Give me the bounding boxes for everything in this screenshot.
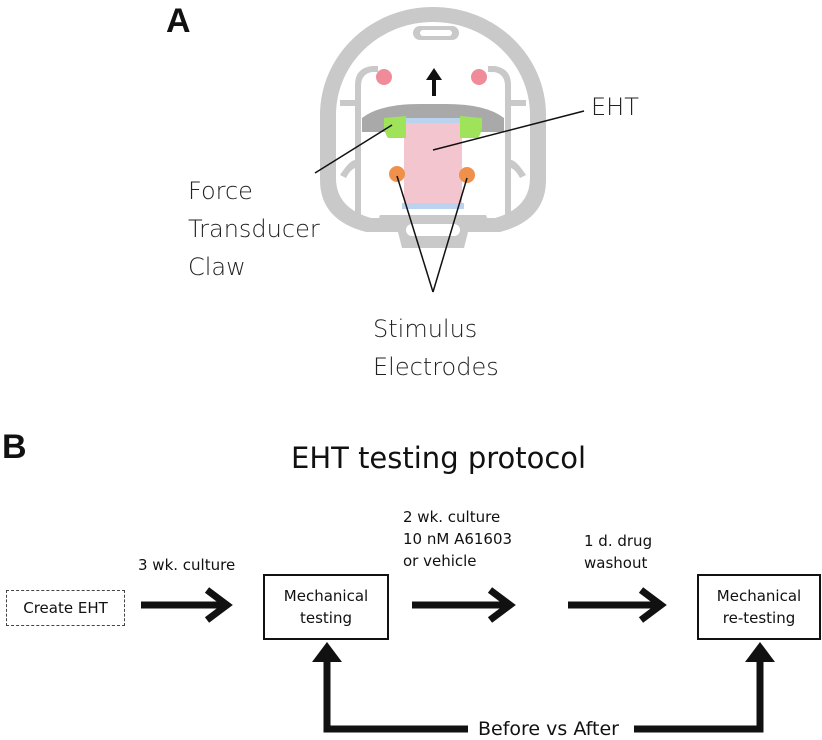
mechanical-testing-label: Mechanical testing	[283, 587, 369, 627]
stimulus-electrode-right	[459, 167, 475, 183]
comparison-connector-left	[323, 660, 468, 733]
device-left-arm	[355, 66, 378, 215]
tissue-bottom-bar	[402, 203, 464, 209]
marker-right	[471, 69, 487, 85]
marker-left	[376, 69, 392, 85]
up-arrow-icon	[426, 68, 442, 96]
arrow-head-3	[638, 587, 667, 623]
arrow-head-2	[487, 587, 516, 623]
eht-device-illustration	[314, 6, 585, 293]
device-bottom-body	[374, 215, 492, 232]
device-bottom-slot	[406, 224, 460, 236]
protocol-title: EHT testing protocol	[291, 441, 587, 475]
drug-washout-label: 1 d. drug washout	[584, 532, 653, 572]
eht-label: EHT	[591, 93, 639, 121]
mechanical-testing-box: Mechanical testing	[263, 574, 389, 640]
device-right-arm	[488, 66, 511, 215]
electrode-leader-left	[396, 175, 434, 293]
comparison-label: Before vs After	[474, 718, 623, 740]
panel-a-letter: A	[166, 2, 191, 40]
create-eht-box: Create EHT	[6, 590, 125, 626]
comparison-connector-right	[634, 660, 764, 733]
mechanical-retesting-box: Mechanical re-testing	[697, 574, 821, 640]
culture-2wk-label: 2 wk. culture 10 nM A61603 or vehicle	[403, 508, 513, 570]
eht-tissue	[404, 122, 462, 206]
force-transducer-claw-label: Force Transducer Claw	[188, 177, 320, 281]
mechanical-retesting-label: Mechanical re-testing	[716, 587, 802, 627]
force-transducer-claw-left	[384, 116, 406, 138]
comparison-arrowhead-left	[312, 642, 342, 662]
claw-leader-line	[314, 124, 393, 174]
arrow-head-1	[204, 587, 233, 623]
eht-leader-line	[432, 110, 585, 151]
stimulus-electrodes-label: Stimulus Electrodes	[373, 315, 499, 381]
panel-b-letter: B	[2, 428, 27, 466]
tissue-top-bar	[404, 118, 462, 123]
electrode-leader-right	[432, 177, 468, 293]
comparison-arrowhead-right	[745, 642, 775, 662]
stimulus-electrode-left	[389, 166, 405, 182]
culture-3wk-label: 3 wk. culture	[138, 556, 236, 574]
force-transducer-claw-right	[460, 116, 482, 138]
create-eht-label: Create EHT	[23, 599, 108, 617]
